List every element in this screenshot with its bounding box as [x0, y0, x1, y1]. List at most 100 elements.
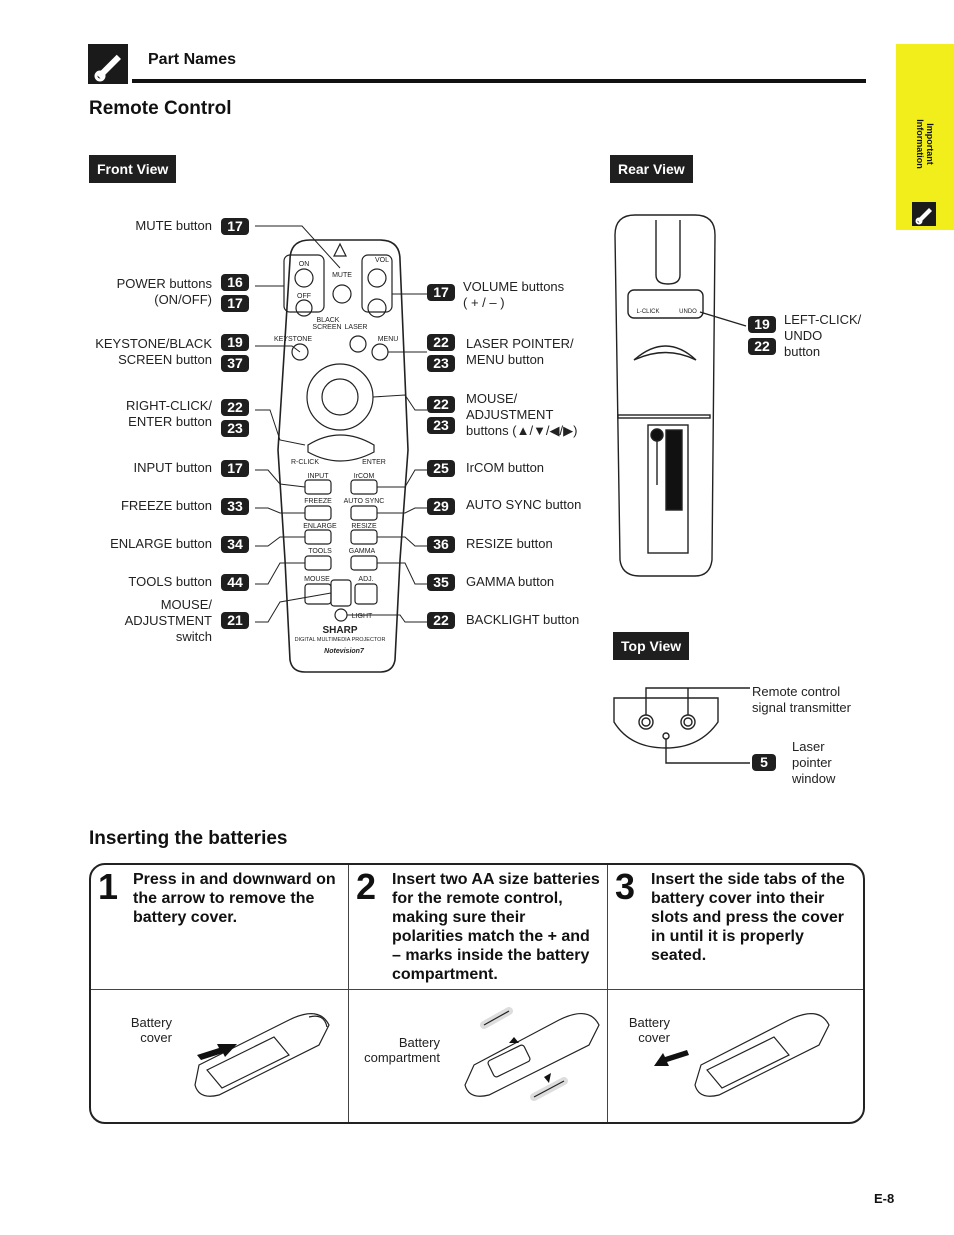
- label-ircom: IrCOM button: [466, 460, 545, 475]
- remote-label-enlarge: ENLARGE: [303, 523, 337, 530]
- remote-label-mute: MUTE: [332, 272, 352, 279]
- remote-label-tools: TOOLS: [308, 548, 332, 555]
- badge-enlarge: 34: [221, 536, 249, 553]
- badge-rclick-2: 23: [221, 420, 249, 437]
- step-1-caption: Battery cover: [130, 1015, 172, 1045]
- badge-lclick-2: 22: [748, 338, 776, 355]
- header-title: Part Names: [148, 51, 237, 68]
- wrench-pencil-icon: [912, 202, 936, 226]
- front-remote-illustration: ON OFF MUTE VOL BLACK SCREEN LASER KEYST…: [255, 225, 427, 673]
- label-power: POWER buttons (ON/OFF): [116, 276, 212, 307]
- remote-label-keystone: KEYSTONE: [274, 336, 312, 343]
- label-mouse-switch: MOUSE/ ADJUSTMENT switch: [124, 597, 212, 644]
- remote-label-screen: SCREEN: [312, 324, 341, 331]
- step-illustrations: [194, 1007, 830, 1101]
- header-rule: [132, 79, 866, 83]
- top-view-tab: Top View: [613, 632, 690, 660]
- badge-power-2: 17: [221, 295, 249, 312]
- label-autosync: AUTO SYNC button: [466, 497, 582, 512]
- badge-laser-2: 23: [427, 355, 455, 372]
- step-3-text: Insert the side tabs of the battery cove…: [651, 871, 845, 964]
- badge-mouse-adj-2: 23: [427, 417, 455, 434]
- step-1-text: Press in and downward on the arrow to re…: [133, 871, 336, 926]
- remote-label-laser: LASER: [345, 324, 368, 331]
- remote-label-input: INPUT: [308, 473, 330, 480]
- badge-laser-1: 22: [427, 334, 455, 351]
- badge-ircom: 25: [427, 460, 455, 477]
- remote-label-adj: ADJ.: [358, 576, 373, 583]
- badge-rclick-1: 22: [221, 399, 249, 416]
- remote-label-enter: ENTER: [362, 459, 386, 466]
- badge-input: 17: [221, 460, 249, 477]
- label-mute: MUTE button: [135, 218, 212, 233]
- page-number: E-8: [874, 1191, 895, 1206]
- step-1-number: 1: [98, 866, 119, 907]
- badge-laser-window: 5: [752, 754, 776, 771]
- badge-keystone-2: 37: [221, 355, 249, 372]
- remote-label-menu: MENU: [378, 336, 399, 343]
- label-keystone: KEYSTONE/BLACK SCREEN button: [95, 336, 212, 367]
- remote-label-resize: RESIZE: [351, 523, 377, 530]
- label-freeze: FREEZE button: [120, 498, 212, 513]
- badge-freeze: 33: [221, 498, 249, 515]
- badge-gamma: 35: [427, 574, 455, 591]
- remote-brand: SHARP: [322, 625, 357, 636]
- top-view-illustration: [613, 687, 750, 764]
- label-mouse-adj: MOUSE/ ADJUSTMENT buttons (▲/▼/◀/▶): [466, 391, 578, 438]
- remote-label-freeze: FREEZE: [304, 498, 332, 505]
- battery-steps-box: [89, 863, 865, 1124]
- label-transmitter: Remote control signal transmitter: [752, 684, 851, 715]
- badge-tools: 44: [221, 574, 249, 591]
- label-resize: RESIZE button: [466, 536, 553, 551]
- remote-model: Notevision7: [324, 648, 365, 655]
- step-3-number: 3: [615, 866, 636, 907]
- badge-backlight: 22: [427, 612, 455, 629]
- remote-label-ircom: IrCOM: [354, 473, 375, 480]
- wrench-pencil-icon: [88, 44, 128, 84]
- remote-label-off: OFF: [297, 293, 311, 300]
- remote-label-rclick: R-CLICK: [291, 459, 319, 466]
- remote-label-light: LIGHT: [352, 613, 373, 620]
- label-laser-window: Laser pointer window: [792, 739, 836, 786]
- label-tools: TOOLS button: [128, 574, 212, 589]
- rear-label-lclick: L-CLICK: [636, 309, 659, 315]
- remote-label-black: BLACK: [317, 317, 340, 324]
- label-enlarge: ENLARGE button: [110, 536, 212, 551]
- label-lclick: LEFT-CLICK/ UNDO button: [784, 312, 862, 359]
- remote-product: DIGITAL MULTIMEDIA PROJECTOR: [295, 637, 386, 643]
- rear-label-undo: UNDO: [679, 309, 697, 315]
- label-input: INPUT button: [133, 460, 212, 475]
- front-view-tab: Front View: [89, 155, 177, 183]
- section-title: Remote Control: [89, 98, 232, 119]
- label-rclick: RIGHT-CLICK/ ENTER button: [126, 398, 212, 429]
- badge-mouse-switch: 21: [221, 612, 249, 629]
- batteries-title: Inserting the batteries: [89, 828, 288, 849]
- label-backlight: BACKLIGHT button: [466, 612, 580, 627]
- steps-divider-v2: [607, 865, 608, 1122]
- step-3-caption: Battery cover: [628, 1015, 670, 1045]
- label-volume: VOLUME buttons ( + / – ): [463, 279, 565, 310]
- remote-label-vol: VOL: [375, 257, 389, 264]
- remote-label-on: ON: [299, 261, 310, 268]
- header-icon: [88, 44, 128, 84]
- rear-remote-illustration: L-CLICK UNDO: [614, 214, 747, 577]
- label-laser: LASER POINTER/ MENU button: [466, 336, 574, 367]
- remote-label-autosync: AUTO SYNC: [344, 498, 385, 505]
- badge-power-1: 16: [221, 274, 249, 291]
- sidebar-tab: Important Information: [896, 44, 954, 230]
- step-2-text: Insert two AA size batteries for the rem…: [392, 871, 600, 983]
- badge-autosync: 29: [427, 498, 455, 515]
- step-2-caption: Battery compartment: [364, 1035, 440, 1065]
- remote-label-mouse: MOUSE: [304, 576, 330, 583]
- steps-divider-h: [91, 989, 863, 990]
- badge-resize: 36: [427, 536, 455, 553]
- badge-volume: 17: [427, 284, 455, 301]
- badge-mute-1: 17: [221, 218, 249, 235]
- remote-label-gamma: GAMMA: [349, 548, 376, 555]
- badge-lclick-1: 19: [748, 316, 776, 333]
- steps-divider-v1: [348, 865, 349, 1122]
- badge-mouse-adj-1: 22: [427, 396, 455, 413]
- badge-keystone-1: 19: [221, 334, 249, 351]
- label-gamma: GAMMA button: [466, 574, 555, 589]
- step-2-number: 2: [356, 866, 377, 907]
